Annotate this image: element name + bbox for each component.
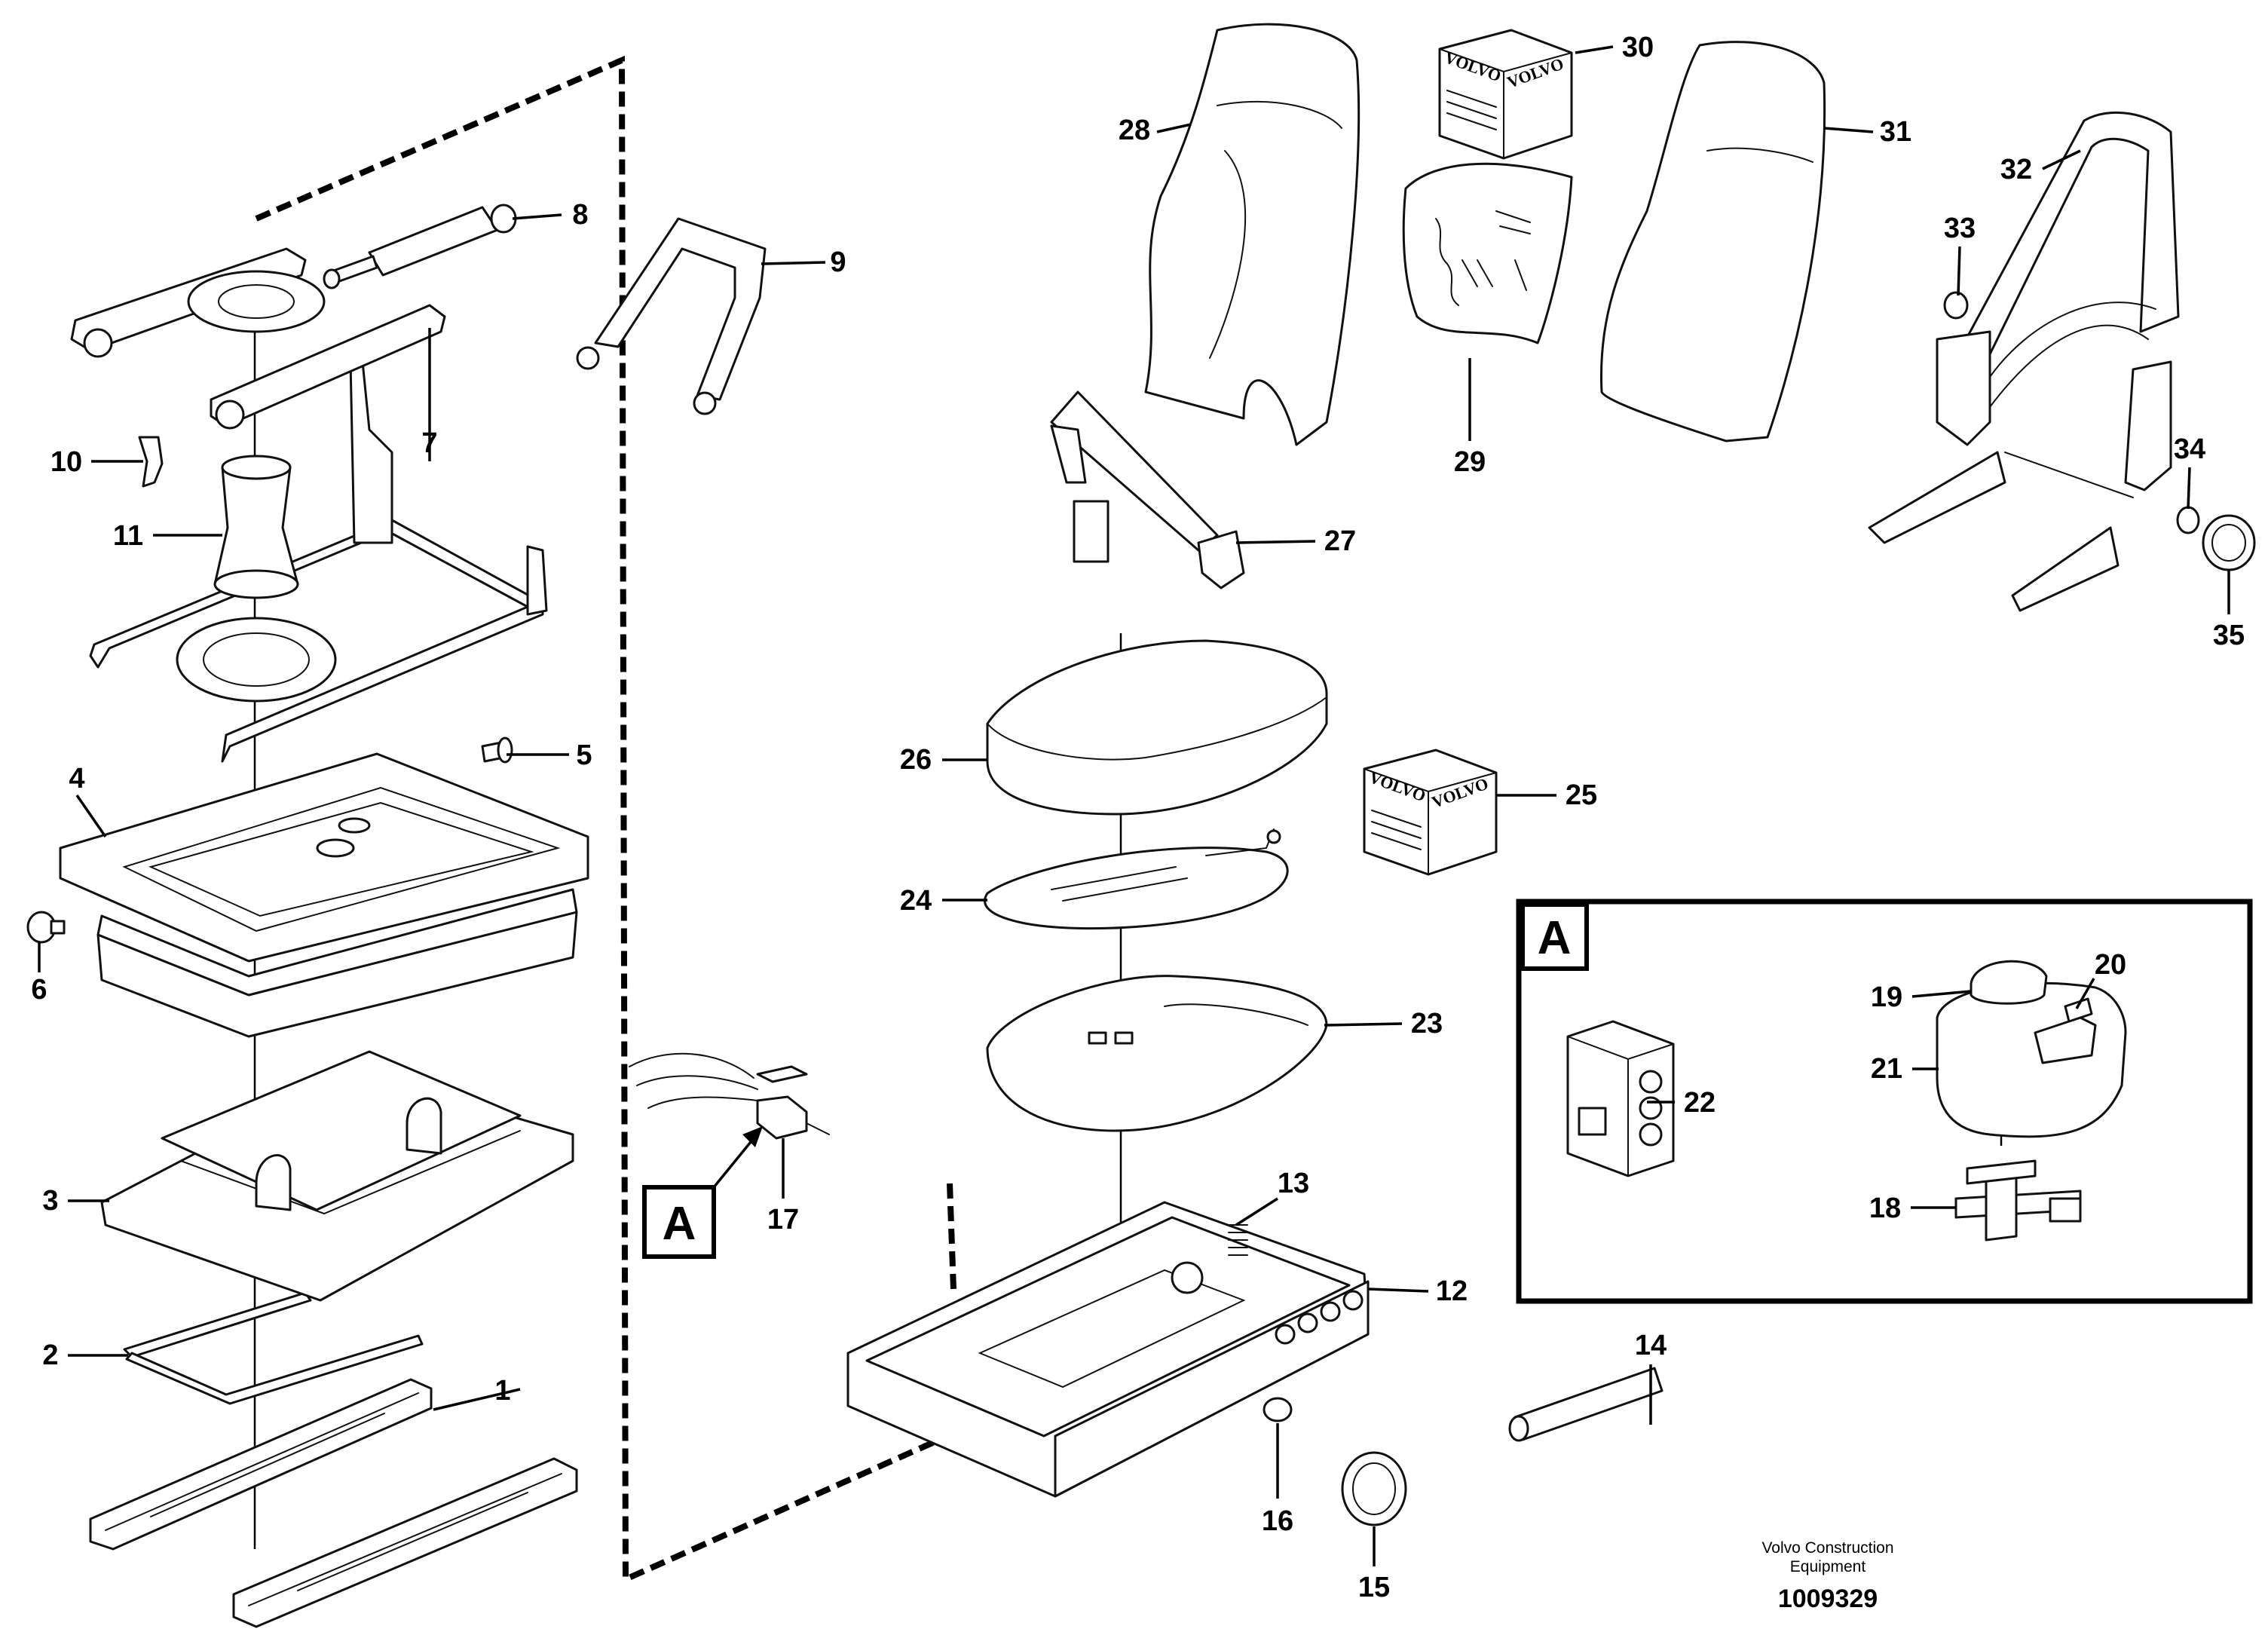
control-unit — [1936, 960, 2127, 1138]
callout-9: 9 — [830, 246, 846, 278]
backrest-heating-element — [1402, 162, 1573, 344]
volvo-box-part-25: VOLVO VOLVO — [1363, 749, 1498, 876]
heating-pad — [984, 828, 1289, 930]
callout-19: 19 — [1871, 981, 1902, 1013]
callout-27: 27 — [1324, 525, 1356, 557]
callout-16: 16 — [1262, 1505, 1293, 1537]
seat-tray — [59, 752, 589, 1038]
callout-15: 15 — [1358, 1572, 1390, 1603]
lower-cushion — [986, 975, 1328, 1132]
callout-14: 14 — [1635, 1330, 1667, 1361]
callout-23: 23 — [1411, 1008, 1443, 1040]
washer-part-34 — [2176, 506, 2200, 534]
adjustment-knob — [1341, 1451, 1407, 1526]
detail-reference-label: A — [663, 1198, 696, 1250]
volvo-box-part-30: VOLVO VOLVO — [1438, 29, 1573, 160]
backrest-cushion-28 — [1144, 23, 1360, 446]
callout-17: 17 — [767, 1204, 799, 1235]
upper-cushion — [986, 639, 1328, 816]
callout-12: 12 — [1436, 1275, 1468, 1307]
detail-view-label-box — [1520, 902, 1589, 971]
plug-part-6 — [26, 911, 66, 944]
callout-26: 26 — [900, 744, 932, 776]
footer-line-1: Volvo Construction — [1761, 1539, 1893, 1557]
drawing-footer: Volvo Construction Equipment 1009329 — [1761, 1539, 1893, 1613]
upper-linkage-arm — [70, 247, 446, 430]
gas-spring — [323, 204, 517, 289]
detail-reference-label-box — [642, 1185, 716, 1259]
rod-part-14 — [1508, 1367, 1664, 1442]
callout-2: 2 — [42, 1340, 58, 1371]
drawing-number: 1009329 — [1778, 1585, 1878, 1613]
detail-reference-arrow — [712, 1137, 755, 1189]
suspension-frame — [89, 353, 548, 763]
seat-base-frame — [846, 1201, 1370, 1498]
callout-28: 28 — [1119, 115, 1150, 146]
lap-belt — [576, 217, 767, 415]
shock-absorber — [213, 455, 299, 599]
slide-rail-assembly — [89, 1378, 578, 1628]
callout-25: 25 — [1566, 779, 1597, 811]
backrest-cover-31 — [1599, 41, 1826, 442]
detail-view-label: A — [1538, 912, 1572, 964]
callout-21: 21 — [1871, 1053, 1902, 1085]
callout-6: 6 — [31, 974, 47, 1006]
callout-18: 18 — [1869, 1193, 1901, 1224]
detail-view-frame — [1516, 899, 2253, 1304]
callout-31: 31 — [1880, 116, 1911, 148]
bolt-part-5 — [481, 736, 513, 764]
callout-20: 20 — [2095, 949, 2126, 981]
dashed-cable-route — [947, 1183, 956, 1290]
electrical-connector — [629, 1052, 830, 1140]
callout-22: 22 — [1684, 1087, 1716, 1119]
switch-block — [1566, 1020, 1675, 1177]
shoulder-belt — [1050, 390, 1245, 589]
base-plate — [100, 1050, 574, 1302]
detail-reference-arrowhead — [742, 1126, 763, 1147]
callout-8: 8 — [572, 199, 588, 231]
callout-33: 33 — [1944, 213, 1976, 244]
callout-4: 4 — [69, 763, 84, 795]
backrest-frame — [1868, 111, 2180, 612]
callout-7: 7 — [421, 427, 437, 459]
knob-part-35 — [2202, 514, 2256, 571]
callout-24: 24 — [900, 885, 932, 917]
knob-part-33 — [1943, 291, 1969, 320]
callout-11: 11 — [113, 520, 143, 552]
callout-13: 13 — [1278, 1168, 1309, 1199]
callout-32: 32 — [2000, 154, 2032, 185]
callout-3: 3 — [42, 1185, 58, 1217]
callout-1: 1 — [494, 1375, 510, 1407]
callout-35: 35 — [2213, 620, 2245, 651]
callout-labels: 1 2 3 4 5 6 7 8 9 10 11 12 13 14 15 16 1… — [31, 32, 2245, 1603]
callout-30: 30 — [1622, 32, 1654, 63]
callout-10: 10 — [51, 446, 82, 478]
callout-34: 34 — [2174, 433, 2205, 465]
elbow-fitting — [138, 436, 164, 488]
dashed-assembly-frame — [255, 55, 966, 1585]
adjustment-handle-bar — [123, 1291, 424, 1405]
footer-line-2: Equipment — [1790, 1558, 1866, 1575]
nut-part-16 — [1263, 1397, 1293, 1422]
control-valve — [1954, 1159, 2082, 1242]
callout-29: 29 — [1454, 446, 1486, 478]
callout-5: 5 — [576, 739, 592, 771]
leader-lines — [38, 45, 2230, 1566]
